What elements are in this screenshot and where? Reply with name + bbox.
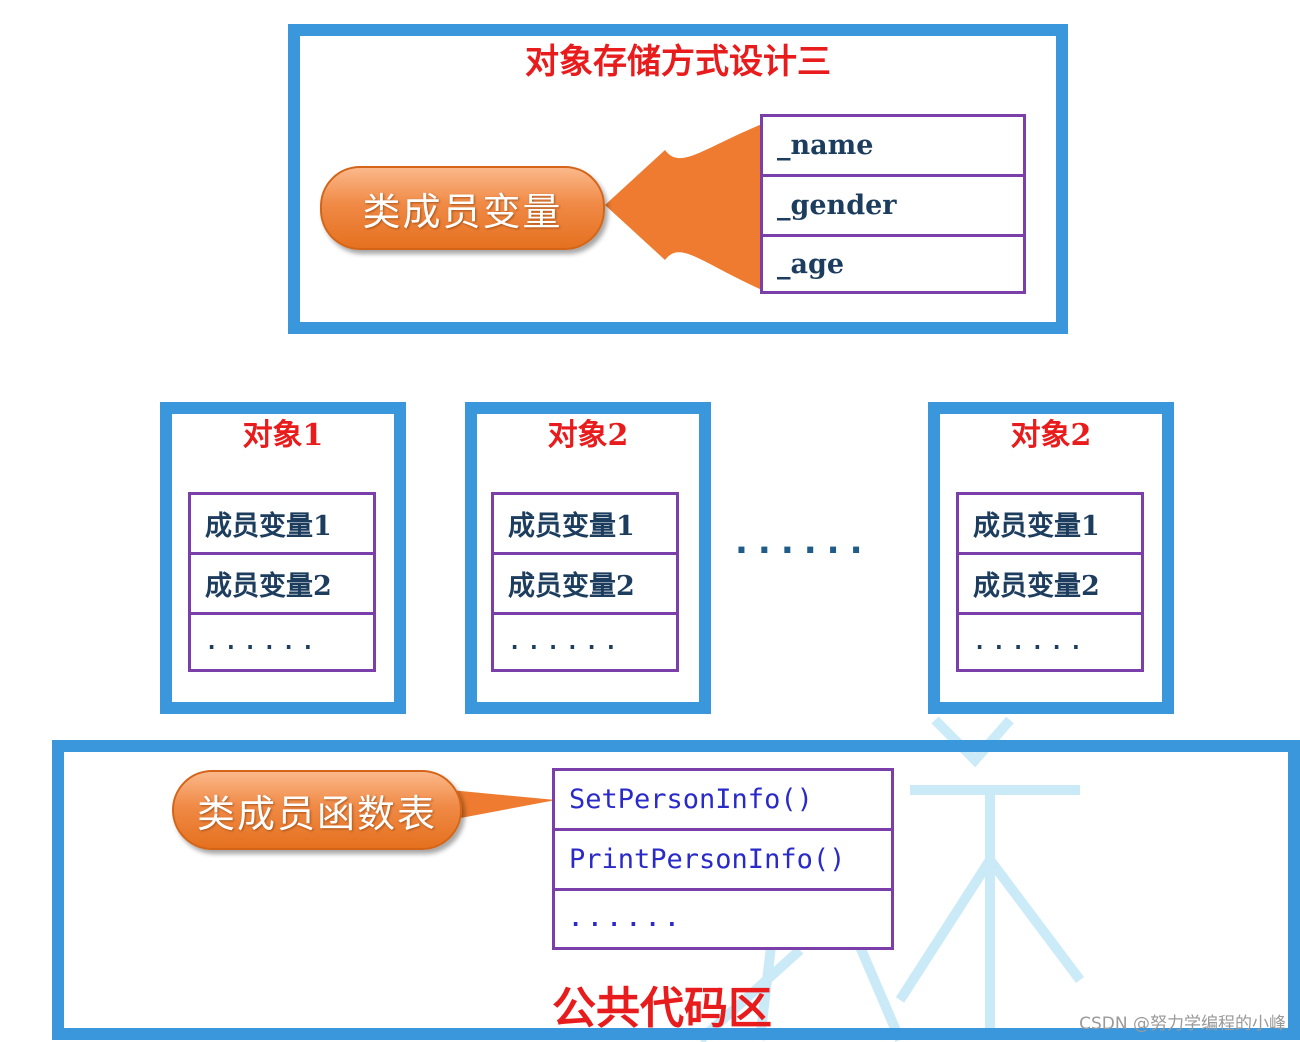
ellipsis-cell: ...... (973, 629, 1089, 655)
object-title: 对象2 (1010, 418, 1092, 453)
member-cell: 成员变量1 (494, 495, 676, 555)
function-row-print: PrintPersonInfo() (555, 831, 891, 891)
object-title: 对象2 (547, 418, 629, 453)
member-cell: 成员变量1 (959, 495, 1141, 555)
top-frame-title: 对象存储方式设计三 (525, 42, 831, 82)
member-row-name: _name (763, 117, 1023, 177)
member-cell: 成员变量2 (959, 555, 1141, 615)
member-row-gender: _gender (763, 177, 1023, 237)
function-table: SetPersonInfo() PrintPersonInfo() ...... (552, 768, 894, 950)
code-area-frame (52, 740, 1300, 1040)
csdn-watermark: CSDN @努力学编程的小峰 (1079, 1014, 1286, 1034)
object-member-table: 成员变量1 成员变量2 ...... (491, 492, 679, 672)
ellipsis-cell: ...... (569, 906, 685, 932)
object-member-table: 成员变量1 成员变量2 ...... (956, 492, 1144, 672)
object-title: 对象1 (242, 418, 324, 453)
member-table: _name _gender _age (760, 114, 1026, 294)
code-area-title: 公共代码区 (552, 983, 772, 1034)
function-table-label: 类成员函数表 (172, 770, 462, 850)
ellipsis-cell: ...... (205, 629, 321, 655)
ellipsis-cell: ...... (508, 629, 624, 655)
member-cell: 成员变量2 (191, 555, 373, 615)
member-variables-label: 类成员变量 (320, 166, 605, 250)
member-cell: 成员变量1 (191, 495, 373, 555)
function-row-set: SetPersonInfo() (555, 771, 891, 831)
member-cell: 成员变量2 (494, 555, 676, 615)
member-row-age: _age (777, 248, 845, 280)
objects-ellipsis: ...... (735, 522, 873, 562)
object-member-table: 成员变量1 成员变量2 ...... (188, 492, 376, 672)
